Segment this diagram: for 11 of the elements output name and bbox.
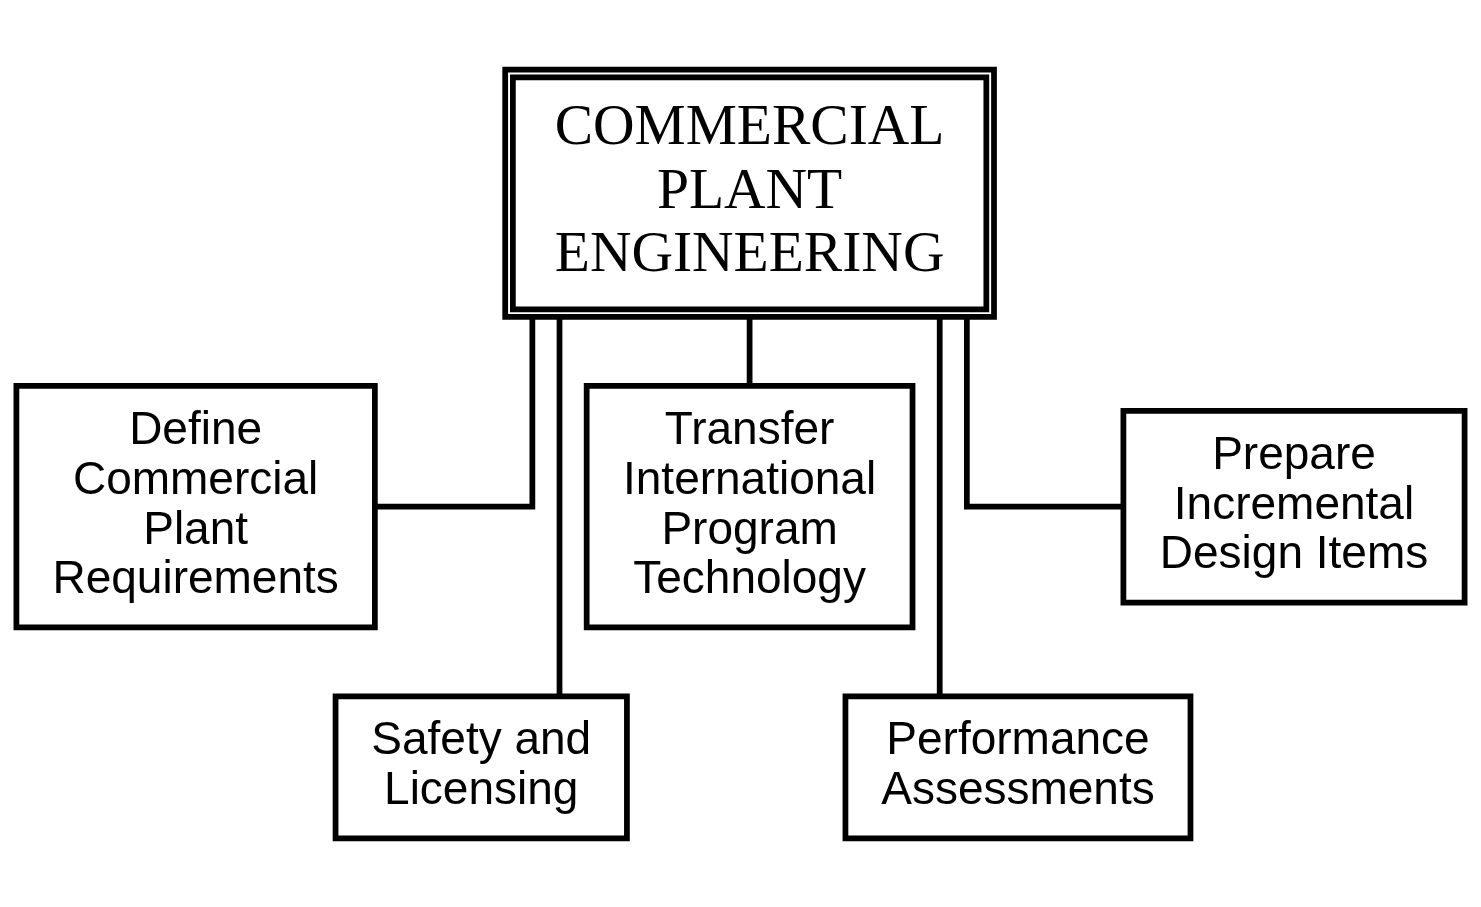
node-box: Transfer International Program Technology — [583, 382, 916, 630]
node-box: Define Commercial Plant Requirements — [13, 382, 378, 630]
connector — [746, 316, 753, 386]
node-box: Prepare Incremental Design Items — [1120, 407, 1468, 605]
connector — [375, 316, 536, 510]
connector — [963, 316, 1123, 510]
node-box: Performance Assessments — [842, 693, 1194, 841]
connector — [556, 316, 563, 696]
connector — [936, 316, 943, 696]
node-box: Safety and Licensing — [332, 693, 630, 841]
node-box: COMMERCIAL PLANT ENGINEERING — [502, 66, 997, 320]
